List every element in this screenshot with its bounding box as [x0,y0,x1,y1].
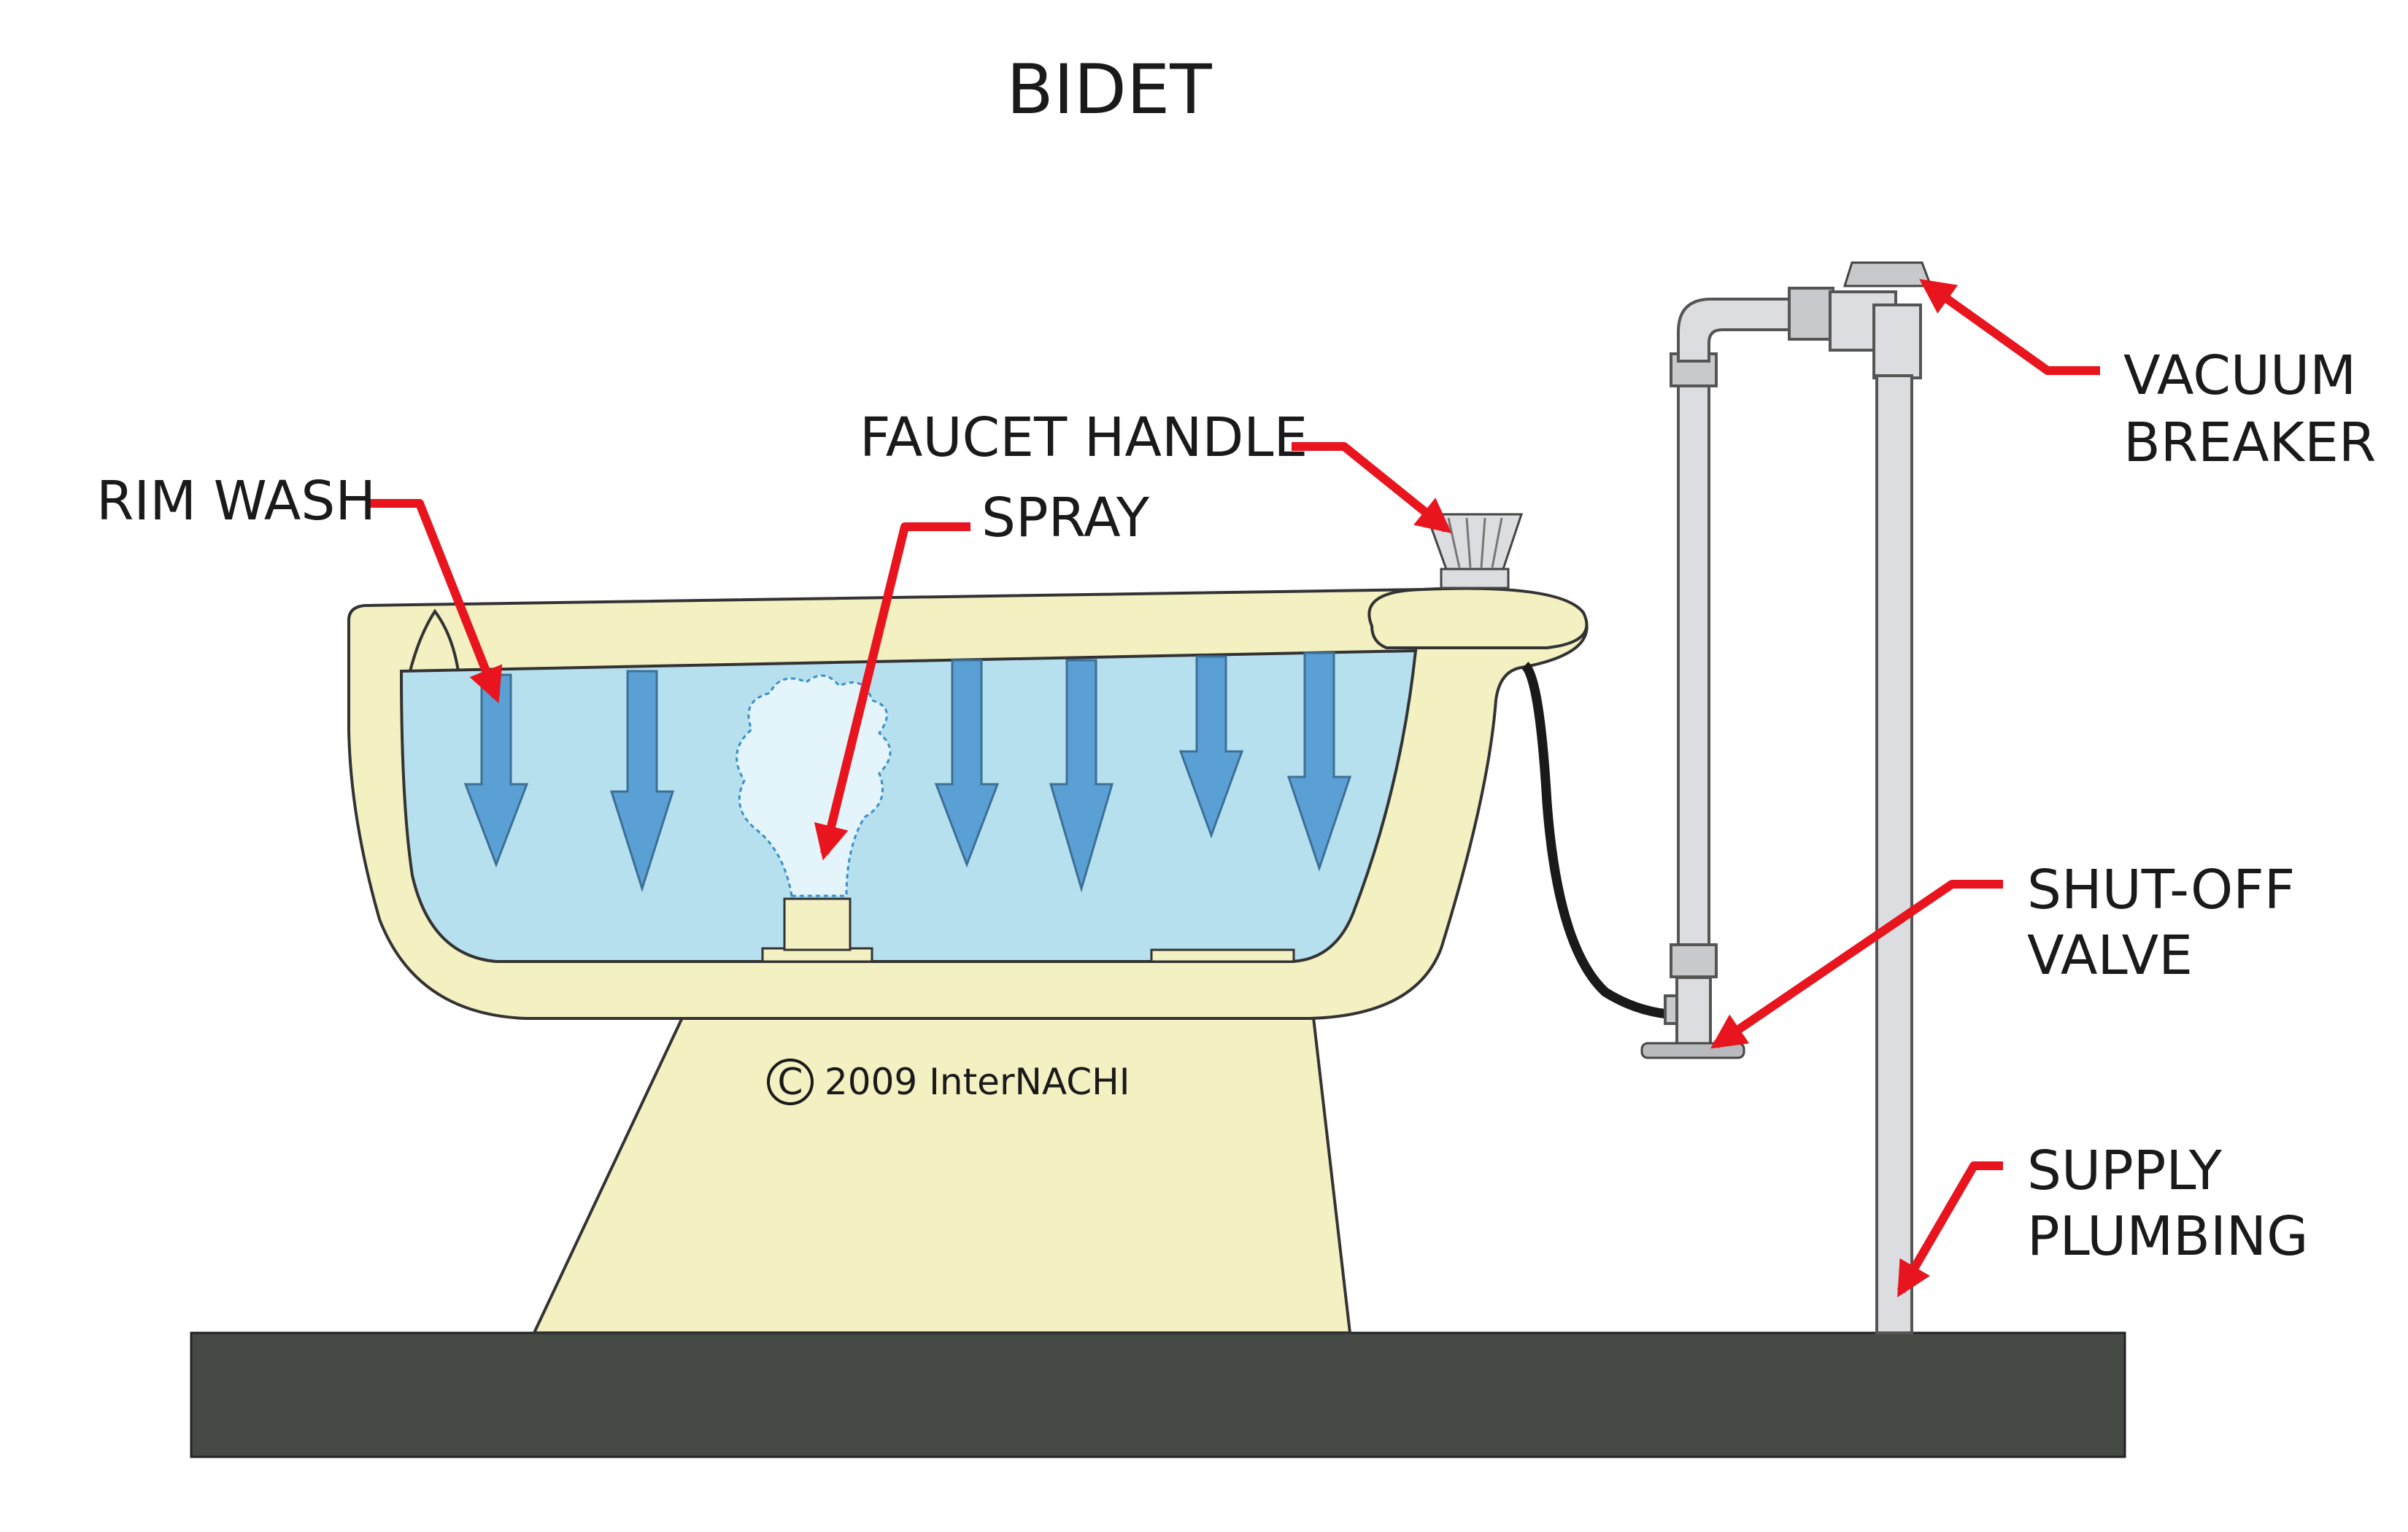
drain-plate [1150,948,1295,963]
shut-off-valve [1640,976,1745,1059]
floor [190,1331,2126,1458]
rim-wash-arrow [1178,655,1244,839]
vacuum-breaker-leader [1919,279,2100,375]
rim-wash-arrow [934,659,1000,868]
vacuum-breaker-label-line1: VACUUM [2123,344,2356,407]
supply-plumbing-leader [1896,1161,2003,1298]
rim-wash-arrow [609,670,675,892]
shut-off-valve-leader [1710,880,2003,1049]
vacuum-breaker [1788,261,1933,379]
shut-off-valve-label-line1: SHUT-OFF [2027,859,2295,921]
flexible-hose [1521,662,1668,1019]
rim-wash-leader [368,499,503,703]
faucet-deck [1367,587,1589,649]
water-cavity [399,649,1418,963]
riser-pipe [1670,298,1797,1041]
supply-plumbing-label-line2: PLUMBING [2027,1205,2308,1268]
copyright-symbol-circle [767,1059,814,1105]
copyright-text: 2009 InterNACHI [825,1061,1130,1103]
vacuum-breaker-label-line2: BREAKER [2123,411,2376,474]
rim-wash-arrow [1286,651,1352,872]
copyright-notice: C 2009 InterNACHI [767,1059,1130,1105]
diagram-title: BIDET [1006,50,1212,130]
supply-plumbing-label-line1: SUPPLY [2027,1140,2223,1202]
spray-leader [814,522,970,861]
supply-pipe [1875,374,1913,1334]
spray-label: SPRAY [981,487,1150,549]
faucet-handle-label: FAUCET HANDLE [860,406,1308,469]
rim-wash-arrow [463,673,529,868]
copyright-symbol: C [778,1061,803,1103]
faucet-handle-leader [1292,442,1452,534]
rim-wash-arrows [463,651,1352,893]
rim-wash-label: RIM WASH [96,470,376,533]
shut-off-valve-label-line2: VALVE [2027,924,2193,987]
rim-wash-arrow [1049,659,1114,893]
spray-nozzle [783,897,852,951]
